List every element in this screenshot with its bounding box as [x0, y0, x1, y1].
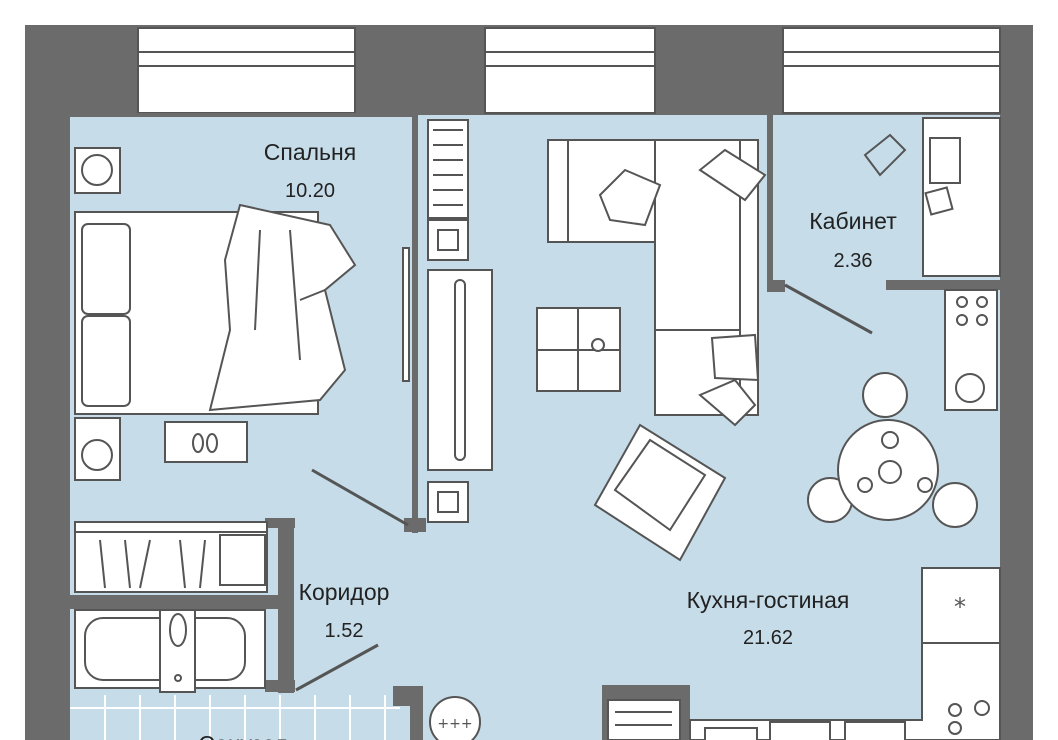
room-bathroom: Санузел	[198, 731, 288, 740]
coffee-table	[536, 307, 621, 392]
room-name: Кухня-гостиная	[687, 587, 850, 613]
bathtub	[74, 609, 266, 693]
windows	[137, 27, 1001, 114]
stove	[944, 289, 998, 411]
room-area: 10.20	[285, 180, 335, 202]
room-area: 2.36	[834, 250, 873, 272]
room-name: Коридор	[299, 579, 390, 605]
sofa	[547, 139, 767, 427]
svg-text:*: *	[954, 593, 966, 621]
armchair	[593, 423, 727, 562]
wardrobe	[74, 521, 268, 593]
window-living	[484, 27, 656, 114]
room-corridor: Коридор 1.52	[299, 579, 390, 642]
window-kitchen	[782, 27, 1001, 114]
tv-stand	[427, 269, 493, 523]
room-kitchen-living: Кухня-гостиная 21.62	[687, 587, 850, 649]
dining-table	[807, 372, 978, 528]
kitchen-counter	[689, 642, 1001, 740]
room-area: 1.52	[325, 620, 364, 642]
desk	[863, 117, 1001, 277]
nightstand-top	[74, 147, 121, 194]
room-name: Кабинет	[809, 208, 897, 234]
bookshelf	[427, 119, 469, 261]
svg-text:+++: +++	[437, 716, 472, 732]
window-bedroom	[137, 27, 356, 114]
fridge: *	[921, 567, 1001, 644]
doors	[295, 247, 873, 692]
nightstand-bottom	[74, 417, 121, 481]
cabinet-near-bathroom	[607, 699, 681, 740]
room-bedroom: Спальня 10.20	[264, 139, 356, 202]
bathroom-floor-tiles	[70, 695, 400, 740]
room-name: Спальня	[264, 139, 356, 165]
bed	[74, 203, 357, 415]
room-area: 21.62	[743, 627, 793, 649]
slippers-rug	[164, 421, 248, 463]
room-study: Кабинет 2.36	[809, 208, 897, 272]
washing-machine-drain: +++	[429, 696, 481, 740]
room-name: Санузел	[198, 731, 288, 740]
